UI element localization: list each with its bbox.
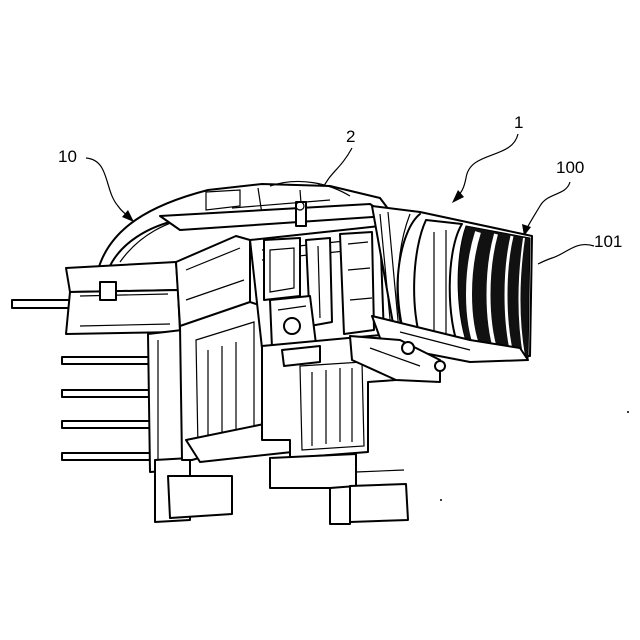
leader-10	[86, 158, 130, 218]
label-1: 1	[514, 113, 523, 132]
pin-1	[62, 357, 162, 364]
label-2: 2	[346, 127, 355, 146]
label-101: 101	[594, 232, 622, 251]
leader-1-arrow	[452, 190, 464, 203]
pin-top	[12, 300, 74, 308]
pin-4	[62, 453, 162, 460]
label-10: 10	[58, 147, 77, 166]
pin-3	[62, 421, 162, 428]
speck	[440, 499, 442, 501]
pin-2	[62, 390, 162, 397]
leader-1	[456, 134, 518, 198]
leader-2	[322, 148, 352, 190]
leader-101	[538, 245, 594, 264]
label-100: 100	[556, 158, 584, 177]
inner-chamber	[250, 226, 384, 348]
leader-100	[526, 182, 570, 230]
speck	[627, 411, 629, 413]
